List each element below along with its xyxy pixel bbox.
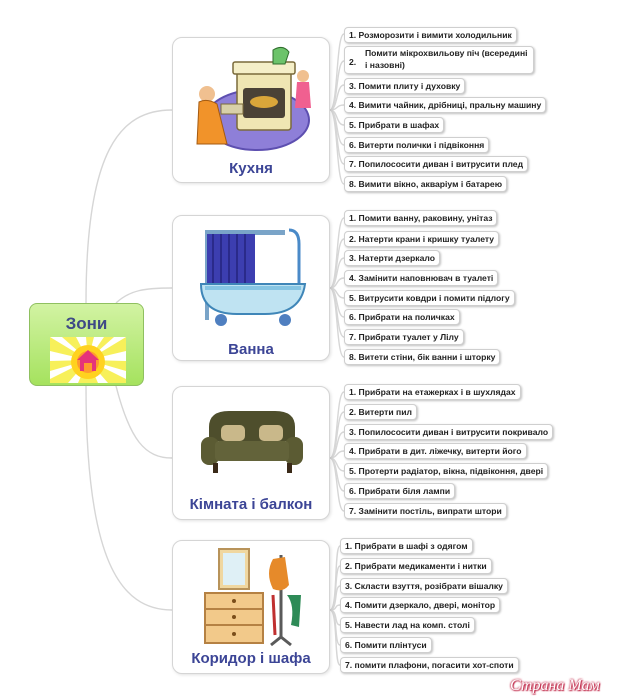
task-corridor-3[interactable]: 3. Скласти взуття, розібрати вішалку	[340, 578, 508, 594]
task-room-1[interactable]: 1. Прибрати на етажерках і в шухлядах	[344, 384, 521, 400]
task-bath-7[interactable]: 7. Прибрати туалет у Лілу	[344, 329, 464, 345]
task-bath-3[interactable]: 3. Натерти дзеркало	[344, 250, 440, 266]
task-kitchen-6[interactable]: 6. Витерти полички і підвіконня	[344, 137, 490, 153]
task-corridor-5[interactable]: 5. Навести лад на комп. столі	[340, 617, 475, 633]
root-node[interactable]: Зони	[29, 303, 144, 386]
task-corridor-2[interactable]: 2. Прибрати медикаменти і нитки	[340, 558, 492, 574]
root-title: Зони	[65, 314, 108, 333]
task-bath-1[interactable]: 1. Помити ванну, раковину, унітаз	[344, 210, 498, 226]
task-kitchen-8[interactable]: 8. Вимити вікно, акваріум і батарею	[344, 176, 508, 192]
task-kitchen-1[interactable]: 1. Розморозити і вимити холодильник	[344, 27, 517, 43]
zone-kitchen-title: Кухня	[229, 160, 273, 177]
task-bath-8[interactable]: 8. Витети стіни, бік ванни і шторку	[344, 349, 501, 365]
task-bath-4[interactable]: 4. Замінити наповнювач в туалеті	[344, 270, 499, 286]
task-room-3[interactable]: 3. Попилососити диван і витрусити покрив…	[344, 424, 554, 440]
task-room-4[interactable]: 4. Прибрати в дит. ліжечку, витерти його	[344, 443, 527, 459]
task-corridor-6[interactable]: 6. Помити плінтуси	[340, 637, 432, 653]
zone-room-title: Кімната і балкон	[189, 496, 313, 513]
task-kitchen-7[interactable]: 7. Попилососити диван і витрусити плед	[344, 156, 529, 172]
task-corridor-4[interactable]: 4. Помити дзеркало, двері, монітор	[340, 597, 501, 613]
task-bath-6[interactable]: 6. Прибрати на поличках	[344, 309, 460, 325]
task-kitchen-2[interactable]: 2. Помити мікрохвильову піч (всередині і …	[344, 46, 534, 74]
house-sun-icon	[50, 337, 126, 383]
task-kitchen-2-number: 2.	[349, 57, 357, 67]
task-room-7[interactable]: 7. Замінити постіль, випрати штори	[344, 503, 507, 519]
zone-corridor-title: Коридор і шафа	[191, 650, 311, 667]
zone-corridor[interactable]: Коридор і шафа	[172, 540, 330, 674]
task-bath-5[interactable]: 5. Витрусити ковдри і помити підлогу	[344, 290, 515, 306]
task-kitchen-2-text: Помити мікрохвильову піч (всередині і на…	[365, 48, 528, 70]
sofa-illustration	[201, 411, 303, 473]
kitchen-illustration	[196, 46, 311, 151]
dresser-illustration	[204, 548, 301, 647]
task-room-5[interactable]: 5. Протерти радіатор, вікна, підвіконня,…	[344, 463, 549, 479]
zone-bath-title: Ванна	[228, 341, 274, 358]
zone-bath[interactable]: Ванна	[172, 215, 330, 361]
task-corridor-1[interactable]: 1. Прибрати в шафі з одягом	[340, 538, 473, 554]
task-room-6[interactable]: 6. Прибрати біля лампи	[344, 483, 456, 499]
zone-kitchen[interactable]: Кухня	[172, 37, 330, 183]
bathtub-illustration	[199, 228, 307, 326]
zone-room[interactable]: Кімната і балкон	[172, 386, 330, 520]
task-kitchen-5[interactable]: 5. Прибрати в шафах	[344, 117, 445, 133]
task-kitchen-3[interactable]: 3. Помити плиту і духовку	[344, 78, 466, 94]
task-corridor-7[interactable]: 7. помити плафони, погасити хот-споти	[340, 657, 519, 673]
task-kitchen-4[interactable]: 4. Вимити чайник, дрібниці, пральну маши…	[344, 97, 547, 113]
task-bath-2[interactable]: 2. Натерти крани і кришку туалету	[344, 231, 500, 247]
watermark: Страна Мам	[510, 677, 600, 694]
task-room-2[interactable]: 2. Витерти пил	[344, 404, 417, 420]
